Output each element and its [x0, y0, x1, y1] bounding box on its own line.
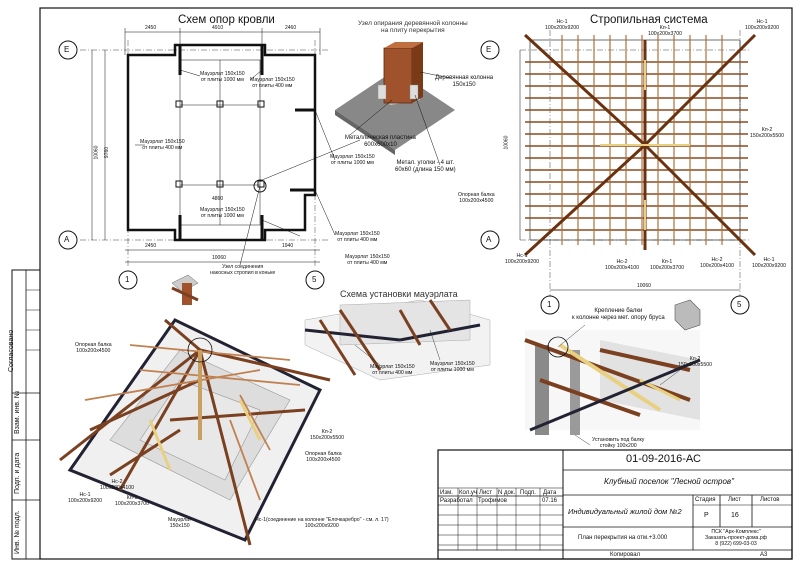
label-mauerlat-detail-b: Мауэрлат 150x150 от плиты 1000 мм: [430, 361, 475, 373]
sheet-title: План перекрытия на отм.+3.000: [578, 535, 668, 541]
axis-label-A2: А: [486, 235, 492, 244]
col-sheet: Лист: [728, 497, 742, 503]
axis-bubble-A2: [480, 230, 500, 250]
label-k1: Кп-1 100x200x3700: [648, 25, 683, 37]
axis-label-E: Е: [64, 45, 70, 54]
label-metal-angles: Метал. уголки - 4 шт. 60x60 (длина 150 м…: [395, 160, 456, 173]
col-izm: Изм.: [440, 490, 453, 496]
format-label: А3: [760, 552, 768, 558]
title-rafter-system: Стропильная система: [590, 14, 708, 26]
axis-bubble-5b: [730, 295, 750, 315]
company-info: ПСК "Арх-Комплекс" Заказать-проект-дома.…: [705, 529, 768, 547]
label-mauerlat-6: Мауэрлат 150x150 от плиты 400 мм: [335, 231, 380, 243]
stamp-date: 07.16: [542, 498, 558, 504]
col-data: Дата: [543, 490, 557, 496]
label-mauerlat-5: Мауэрлат 150x150 от плиты 1000 мм: [200, 207, 245, 219]
rafter-system-plan: [519, 30, 757, 300]
label-mauerlat-2: Мауэрлат 150x150 от плиты 400 мм: [250, 77, 295, 89]
doc-number: 01-09-2016-АС: [626, 453, 701, 465]
label-iso-nk2: Нс-2 100x200x4100: [100, 479, 135, 491]
col-kol: Кол.уч: [459, 490, 477, 496]
dim-4910: 4910: [212, 25, 224, 31]
side-inv-no: Инв. № подл.: [14, 510, 21, 554]
dim-10060-left: 10060: [93, 145, 100, 160]
dim-9760: 9760: [104, 146, 111, 159]
column-node-view: [335, 42, 455, 166]
title-block: [437, 449, 793, 560]
beam-fixing-detail: [524, 299, 701, 446]
label-mauerlat-7: Мауэрлат 150x150 от плиты 400 мм: [345, 254, 390, 266]
dim-10060-rafters: 10060: [637, 283, 651, 289]
label-detail-kp2: Кп-2 150x200x5500: [678, 356, 713, 368]
label-iso-support-beam-2: Опорная балка 100x200x4500: [305, 451, 342, 463]
label-support-beam: Опорная балка 100x200x4500: [458, 192, 495, 204]
side-agreed: Согласовано: [8, 329, 15, 372]
label-nk1-c: Нс-1 100x200x9200: [505, 253, 540, 265]
dim-10060: 10060: [212, 255, 226, 261]
label-k1-b: Кп-1 100x200x3700: [650, 259, 685, 271]
label-nk2-a: Нс-2 100x200x4100: [605, 259, 640, 271]
label-install-post: Установить под балку стойку 100x200: [592, 437, 645, 449]
dim-10060-rafters-left: 10060: [503, 135, 510, 150]
axis-label-5b: 5: [737, 300, 742, 309]
dim-4860: 4860: [212, 196, 224, 202]
title-mauerlat-scheme: Схема установки мауэрлата: [340, 289, 458, 299]
role-developer: Разработал: [440, 498, 473, 504]
dim-2450: 2450: [145, 25, 157, 31]
axis-bubble-1b: [540, 295, 560, 315]
dim-1940: 1940: [282, 243, 294, 249]
roof-isometric-view: [59, 274, 331, 546]
label-wood-column: Деревянная колонна 150x150: [435, 75, 494, 88]
col-stage: Стадия: [695, 497, 716, 503]
label-metal-plate: Металлическая пластина 600x600x10: [345, 135, 416, 148]
col-podp: Подп.: [520, 490, 536, 496]
author-name: Трофимов: [478, 498, 507, 504]
axis-bubble-5: [305, 270, 325, 290]
label-nk1-b: Нс-1 100x200x9200: [745, 19, 780, 31]
label-mauerlat-4: Мауэрлат 150x150 от плиты 1000 мм: [330, 154, 375, 166]
label-iso-mauerlat: Мауэрлат 150x150: [168, 517, 192, 529]
roof-supports-plan: [80, 28, 361, 268]
label-iso-column-joint: Нс-1(соединение на колонне "Елочкаребро"…: [255, 517, 389, 529]
label-nk1-a: Нс-1 100x200x9200: [545, 19, 580, 31]
copied-label: Копировал: [610, 552, 641, 558]
axis-bubble-A: [58, 230, 78, 250]
col-ndok: N док.: [498, 490, 516, 496]
building-name: Индивидуальный жилой дом №2: [568, 507, 682, 516]
dim-2450-bottom: 2450: [145, 243, 157, 249]
col-sheets: Листов: [760, 497, 780, 503]
stage-value: Р: [704, 512, 709, 519]
title-column-node: Узел опирания деревянной колонны на плит…: [358, 20, 468, 35]
label-beam-fixing: Крепление балки к колонне через мет. опо…: [572, 308, 665, 321]
axis-label-A: А: [64, 235, 70, 244]
axis-label-5: 5: [312, 275, 317, 284]
label-iso-k1: Кп-1 100x200x3700: [115, 495, 150, 507]
sheet-number: 16: [731, 512, 739, 519]
axis-bubble-E: [58, 40, 78, 60]
axis-label-1b: 1: [547, 300, 552, 309]
mauerlat-detail-view: [304, 299, 491, 381]
dim-2460: 2460: [285, 25, 297, 31]
title-roof-supports: Схем опор кровли: [178, 14, 275, 26]
label-mauerlat-detail-a: Мауэрлат 150x150 от плиты 400 мм: [370, 364, 415, 376]
side-inv: Взам. инв. №: [14, 390, 21, 434]
label-kp2: Кп-2 150x200x5500: [750, 127, 785, 139]
axis-label-E2: Е: [486, 45, 492, 54]
label-ridge-node: Узел соединения накосных стропил в коньк…: [210, 264, 276, 276]
label-nk2-b: Нс-2 100x200x4100: [700, 257, 735, 269]
label-iso-support-beam: Опорная балка 100x200x4500: [75, 342, 112, 354]
label-nk1-d: Нс-1 100x200x9200: [752, 257, 787, 269]
label-mauerlat-1: Мауэрлат 150x150 от плиты 1000 мм: [200, 71, 245, 83]
axis-bubble-E2: [480, 40, 500, 60]
project-name: Клубный поселок "Лесной остров": [604, 477, 734, 486]
axis-label-1: 1: [125, 275, 130, 284]
label-iso-kp2: Кп-2 150x200x5500: [310, 429, 345, 441]
label-iso-nk1: Нс-1 100x200x9200: [68, 492, 103, 504]
label-mauerlat-3: Мауэрлат 150x150 от плиты 400 мм: [140, 139, 185, 151]
side-sign: Подп. и дата: [14, 452, 21, 494]
col-list: Лист: [479, 490, 493, 496]
axis-bubble-1: [118, 270, 138, 290]
